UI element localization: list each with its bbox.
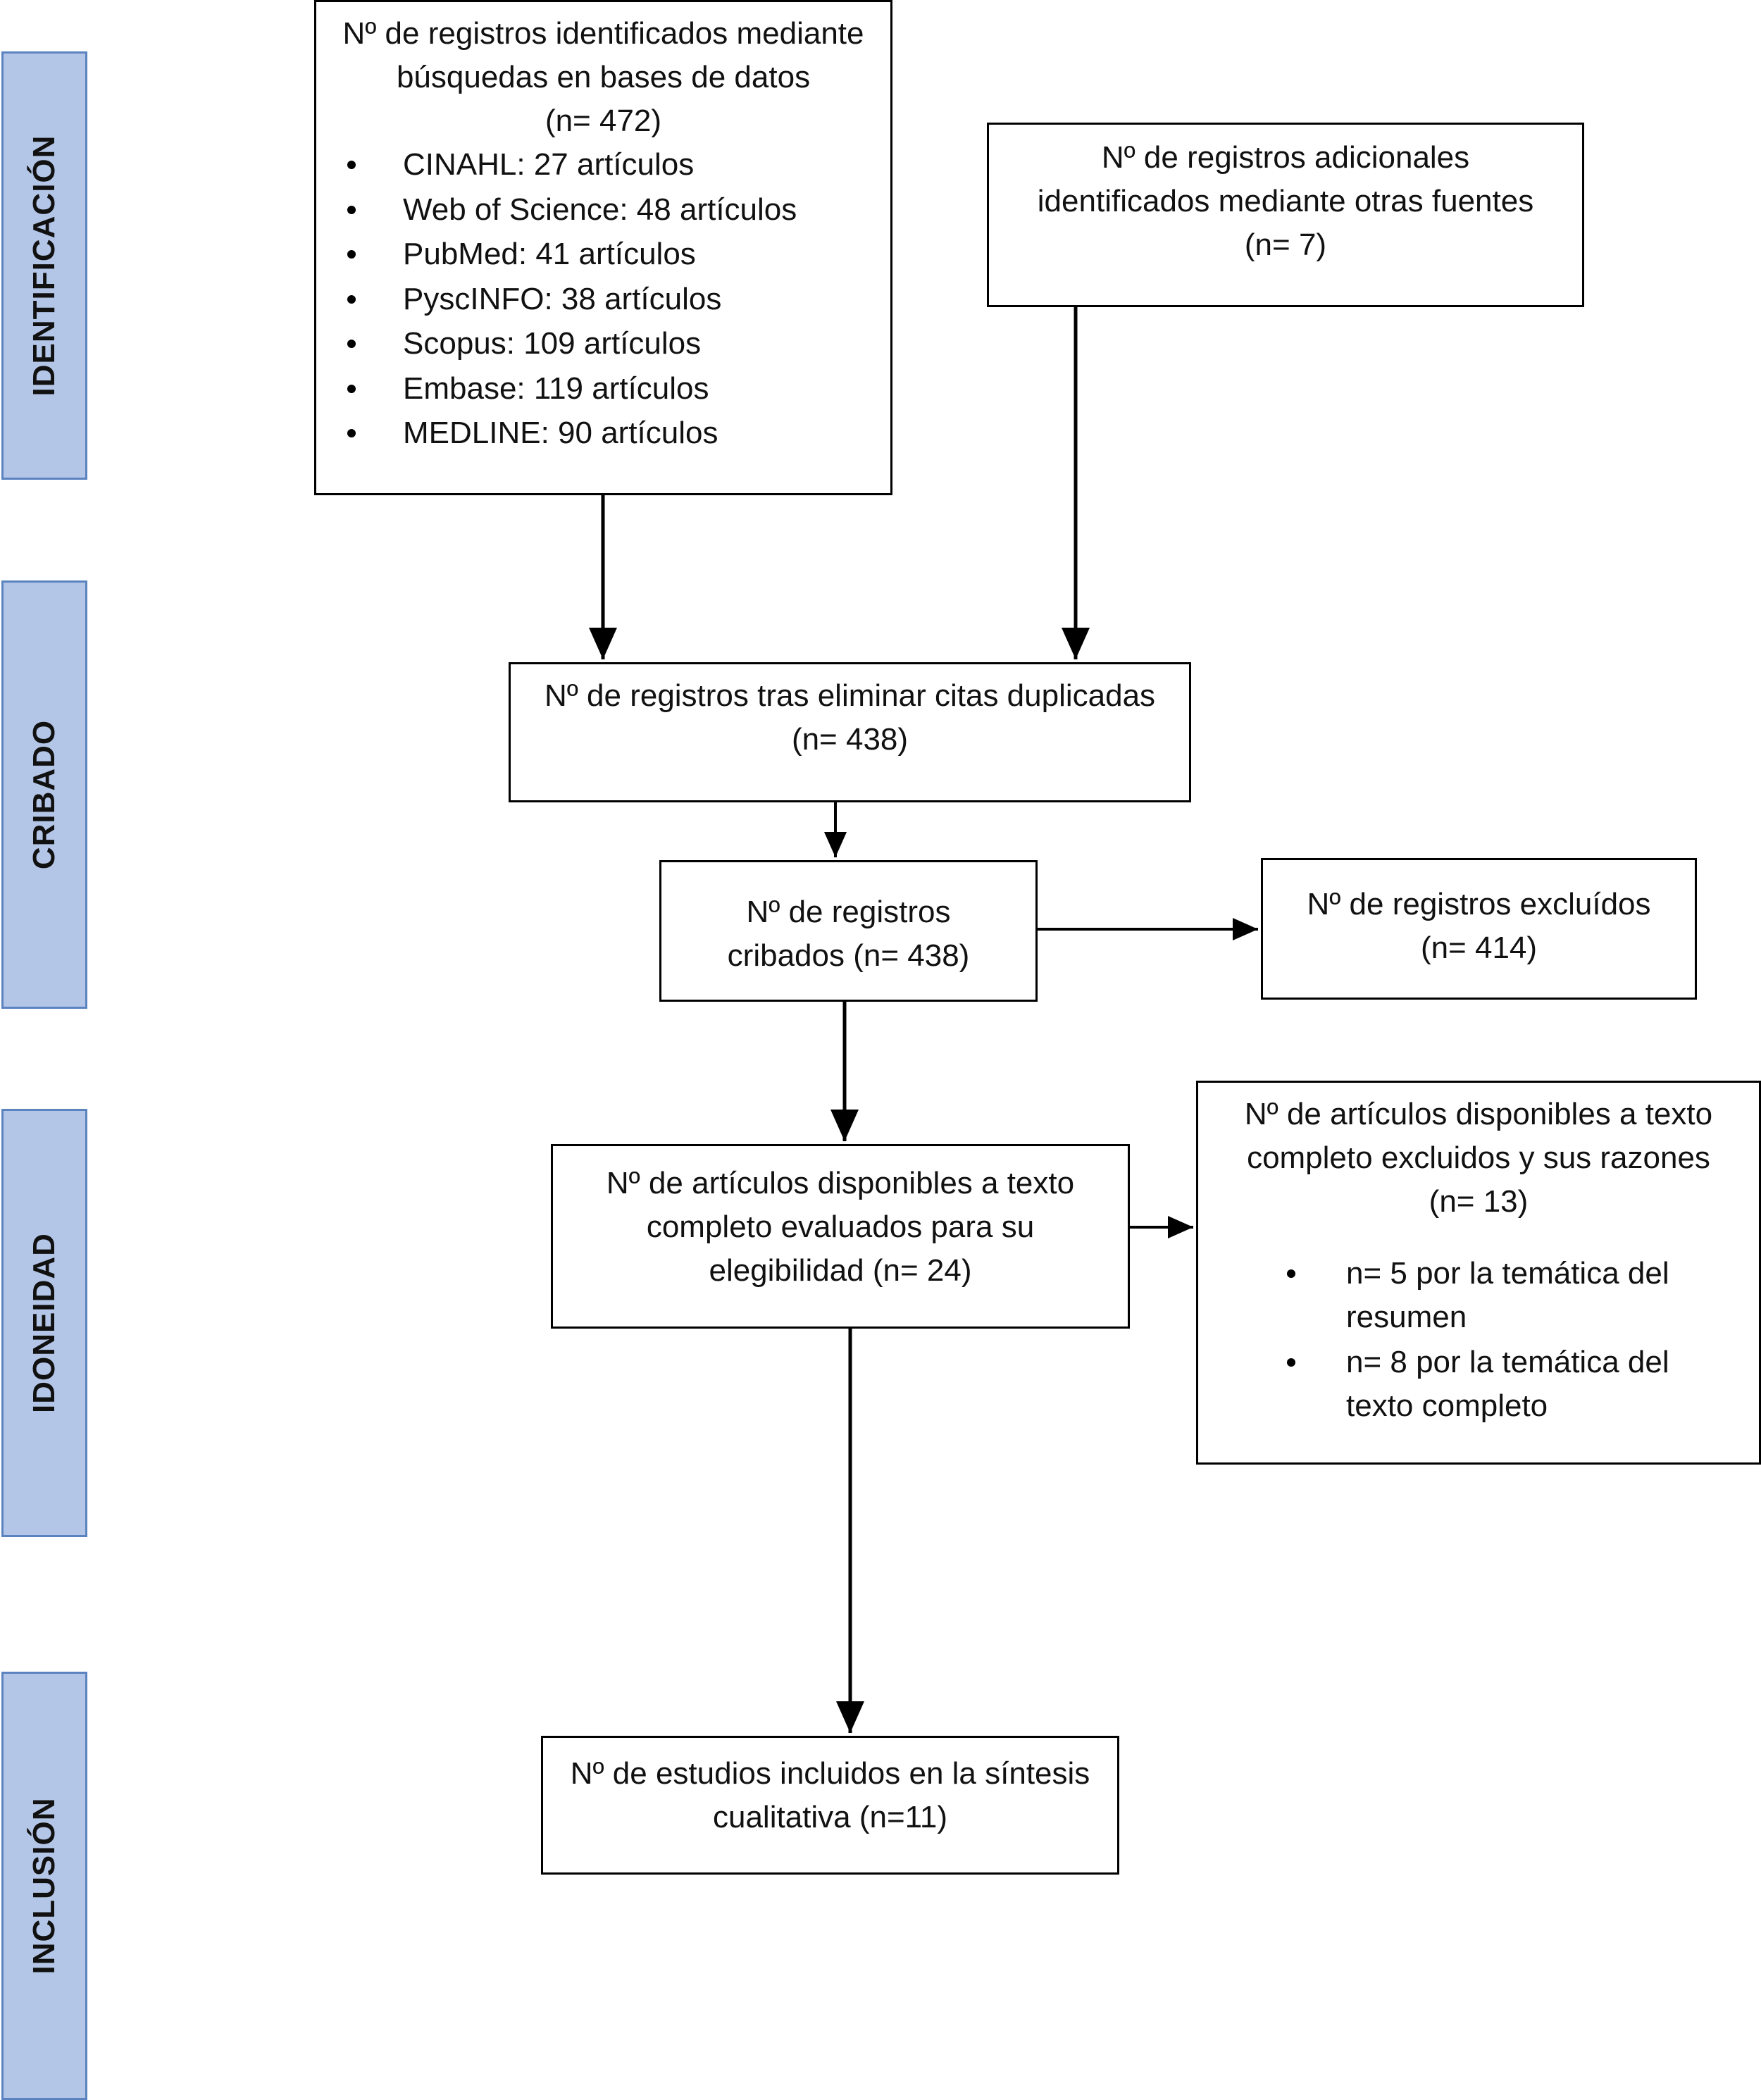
database-records-line-2: búsquedas en bases de datos bbox=[396, 60, 811, 94]
included-studies-line-2: cualitativa (n=11) bbox=[712, 1800, 948, 1834]
screened-line-1: Nº de registros bbox=[746, 895, 951, 929]
deduplicated-line-1: Nº de registros tras eliminar citas dupl… bbox=[544, 678, 1156, 713]
excluded-records-line-2: (n= 414) bbox=[1420, 931, 1538, 965]
box-fulltext-excluded: Nº de artículos disponibles a texto comp… bbox=[1196, 1081, 1761, 1465]
deduplicated-line-2: (n= 438) bbox=[791, 722, 909, 757]
box-deduplicated: Nº de registros tras eliminar citas dupl… bbox=[509, 662, 1191, 802]
fulltext-assessed-line-1: Nº de artículos disponibles a texto bbox=[606, 1166, 1075, 1200]
box-database-records: Nº de registros identificados mediante b… bbox=[314, 0, 892, 495]
included-studies-line-1: Nº de estudios incluidos en la síntesis bbox=[570, 1756, 1090, 1791]
fulltext-excluded-line-1: Nº de artículos disponibles a texto bbox=[1244, 1097, 1713, 1131]
fulltext-excluded-line-2: completo excluidos y sus razones bbox=[1247, 1141, 1710, 1175]
other-sources-line-3: (n= 7) bbox=[1244, 228, 1327, 262]
box-screened: Nº de registros cribados (n= 438) bbox=[659, 860, 1038, 1002]
box-excluded-records: Nº de registros excluídos (n= 414) bbox=[1261, 858, 1697, 1000]
fulltext-excluded-line-3: (n= 13) bbox=[1429, 1184, 1529, 1219]
excluded-records-line-1: Nº de registros excluídos bbox=[1307, 887, 1651, 921]
box-other-sources: Nº de registros adicionales identificado… bbox=[987, 123, 1584, 307]
phase-identificacion: IDENTIFICACIÓN bbox=[1, 51, 87, 480]
box-fulltext-assessed: Nº de artículos disponibles a texto comp… bbox=[551, 1144, 1130, 1329]
phase-inclusion: INCLUSIÓN bbox=[1, 1672, 87, 2100]
database-records-line-3: (n= 472) bbox=[545, 104, 662, 138]
box-included-studies: Nº de estudios incluidos en la síntesis … bbox=[541, 1736, 1119, 1875]
screened-line-2: cribados (n= 438) bbox=[727, 938, 970, 973]
fulltext-assessed-line-3: elegibilidad (n= 24) bbox=[709, 1253, 972, 1288]
database-records-line-1: Nº de registros identificados mediante bbox=[342, 16, 864, 51]
fulltext-assessed-line-2: completo evaluados para su bbox=[646, 1210, 1035, 1244]
phase-cribado: CRIBADO bbox=[1, 580, 87, 1009]
phase-idoneidad: IDONEIDAD bbox=[1, 1109, 87, 1537]
other-sources-line-1: Nº de registros adicionales bbox=[1101, 140, 1470, 175]
other-sources-line-2: identificados mediante otras fuentes bbox=[1037, 184, 1534, 218]
